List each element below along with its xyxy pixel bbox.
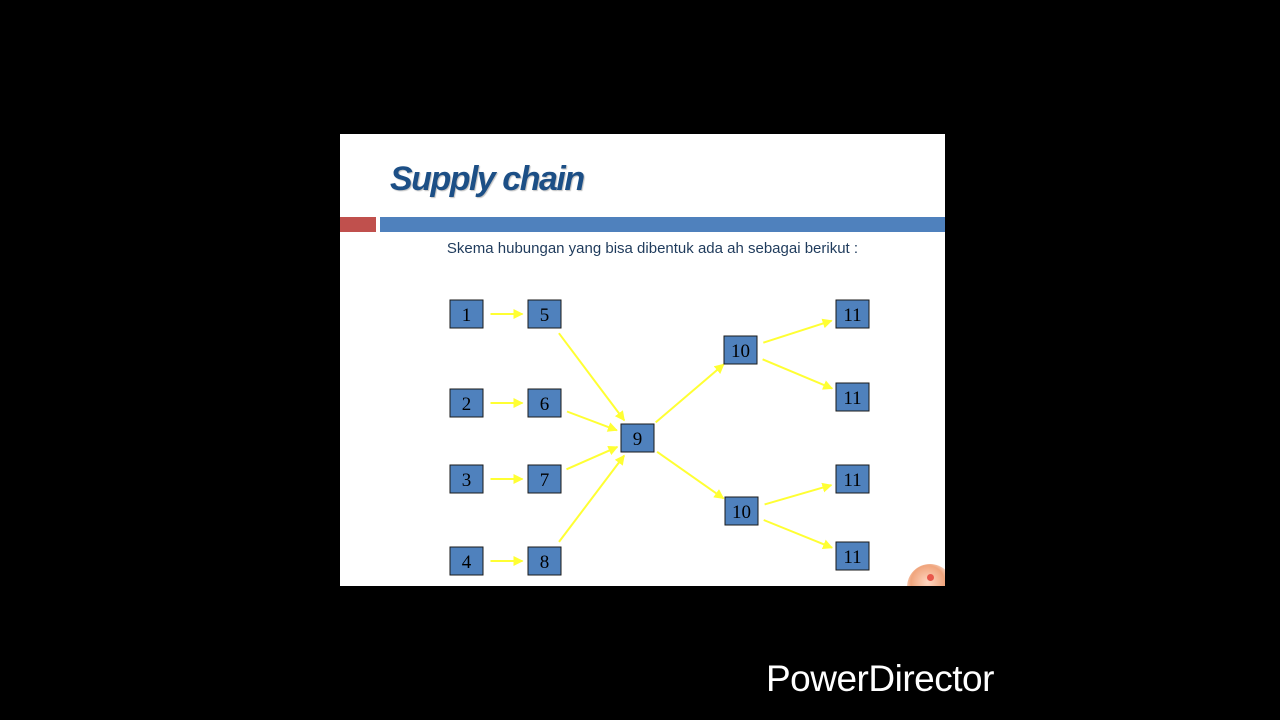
node-n2: 2 xyxy=(449,388,484,418)
node-label: 4 xyxy=(462,552,472,573)
node-label: 6 xyxy=(540,394,550,415)
node-n11a: 11 xyxy=(835,299,870,329)
node-n6: 6 xyxy=(527,388,562,418)
node-label: 2 xyxy=(462,394,472,415)
node-n7: 7 xyxy=(527,464,562,494)
node-label: 10 xyxy=(731,341,750,362)
node-box xyxy=(835,299,870,329)
node-box xyxy=(527,546,562,576)
slide-subtitle: Skema hubungan yang bisa dibentuk ada ah… xyxy=(446,240,859,257)
title-accent-bar-blue xyxy=(380,217,945,232)
node-box xyxy=(527,464,562,494)
node-n10a: 10 xyxy=(723,335,758,365)
node-n9: 9 xyxy=(620,423,655,453)
node-box xyxy=(723,335,758,365)
arrow-n10b-to-n11c xyxy=(764,482,833,506)
node-box xyxy=(449,546,484,576)
node-box xyxy=(449,464,484,494)
node-label: 11 xyxy=(843,547,861,568)
node-n8: 8 xyxy=(527,546,562,576)
node-box xyxy=(449,388,484,418)
supply-chain-diagram: 1 2 3 4 5 6 7 8 9 10 10 11 11 11 11 xyxy=(449,299,870,576)
node-box xyxy=(835,382,870,412)
node-box xyxy=(527,299,562,329)
arrow-n10a-to-n11a xyxy=(762,318,833,344)
node-n1: 1 xyxy=(449,299,484,329)
node-label: 9 xyxy=(633,429,643,450)
node-label: 11 xyxy=(843,305,861,326)
arrow-n9-to-n10a xyxy=(655,363,725,424)
node-box xyxy=(835,541,870,571)
node-box xyxy=(449,299,484,329)
node-box xyxy=(620,423,655,453)
node-n5: 5 xyxy=(527,299,562,329)
arrow-n9-to-n10b xyxy=(656,450,725,500)
node-box xyxy=(835,464,870,494)
node-label: 1 xyxy=(462,305,472,326)
node-n11d: 11 xyxy=(835,541,870,571)
slide: Supply chain Skema hubungan yang bisa di… xyxy=(340,134,945,586)
recording-orb-icon xyxy=(907,564,945,586)
node-label: 7 xyxy=(540,470,550,491)
node-box xyxy=(724,496,759,526)
arrow-n10a-to-n11b xyxy=(762,358,834,390)
node-label: 8 xyxy=(540,552,550,573)
node-label: 11 xyxy=(843,470,861,491)
node-label: 5 xyxy=(540,305,550,326)
slide-title: Supply chain xyxy=(390,160,585,198)
arrow-n7-to-n9 xyxy=(566,445,619,471)
node-label: 3 xyxy=(462,470,472,491)
node-label: 11 xyxy=(843,388,861,409)
node-n10b: 10 xyxy=(724,496,759,526)
arrow-n6-to-n9 xyxy=(566,410,618,432)
node-n4: 4 xyxy=(449,546,484,576)
title-accent-bar-red xyxy=(340,217,376,232)
arrow-n8-to-n9 xyxy=(558,454,625,543)
node-n11b: 11 xyxy=(835,382,870,412)
node-label: 10 xyxy=(732,502,751,523)
powerdirector-watermark: PowerDirector xyxy=(766,658,994,699)
recording-dot-icon xyxy=(927,574,934,581)
node-box xyxy=(527,388,562,418)
arrow-n10b-to-n11d xyxy=(763,519,834,549)
node-n11c: 11 xyxy=(835,464,870,494)
arrow-n5-to-n9 xyxy=(558,332,626,422)
node-n3: 3 xyxy=(449,464,484,494)
